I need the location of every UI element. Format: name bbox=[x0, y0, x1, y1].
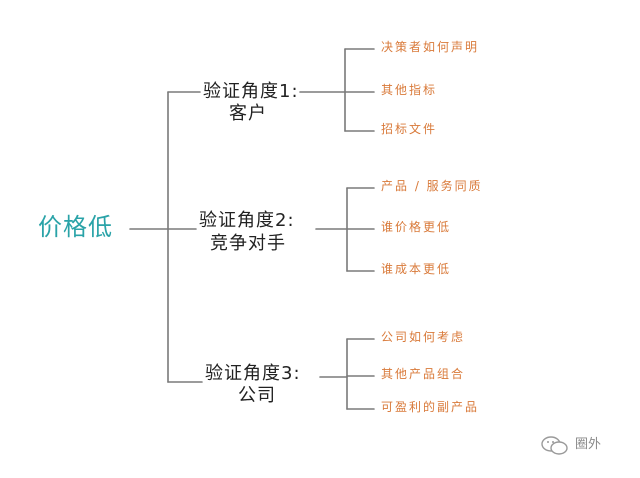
branch-1-leaf-1: 决策者如何声明 bbox=[381, 40, 480, 54]
branch-2-leaf-3: 谁成本更低 bbox=[381, 262, 452, 276]
branch-1-subtitle: 客户 bbox=[229, 103, 267, 124]
branch-1-leaf-3: 招标文件 bbox=[381, 122, 438, 136]
branch-3-leaf-1: 公司如何考虑 bbox=[381, 330, 466, 344]
branch-2-leaf-1: 产品 / 服务同质 bbox=[381, 179, 483, 193]
branch-2-leaf-2: 谁价格更低 bbox=[381, 220, 452, 234]
branch-1-leaf-2: 其他指标 bbox=[381, 83, 438, 97]
branch-2-title: 验证角度2: bbox=[199, 210, 295, 231]
branch-3-title: 验证角度3: bbox=[205, 363, 301, 384]
branch-3-leaf-2: 其他产品组合 bbox=[381, 367, 466, 381]
branch-3-subtitle: 公司 bbox=[238, 385, 276, 406]
root-node: 价格低 bbox=[38, 213, 113, 241]
wechat-icon bbox=[541, 436, 568, 455]
branch-1-title: 验证角度1: bbox=[203, 81, 299, 102]
watermark-text: 圈外 bbox=[575, 437, 602, 452]
branch-2-subtitle: 竞争对手 bbox=[210, 233, 286, 254]
branch-3-leaf-3: 可盈利的副产品 bbox=[381, 400, 480, 414]
